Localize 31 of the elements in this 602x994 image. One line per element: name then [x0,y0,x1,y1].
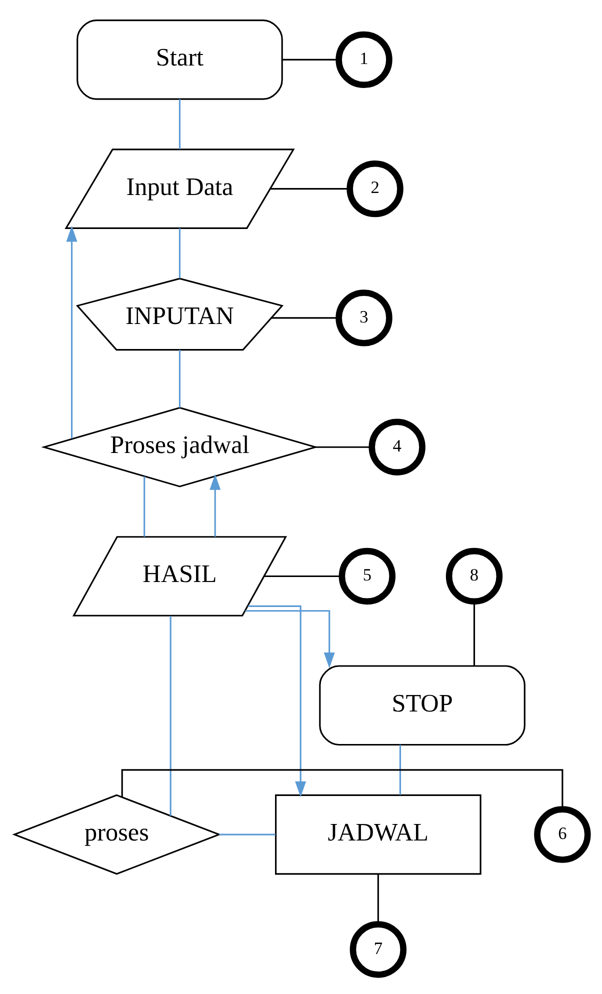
connector [121,768,564,809]
node-diamond: proses [12,794,222,874]
node-circle: 2 [346,160,404,217]
node-circle: 8 [446,547,503,604]
node-circle: 1 [336,30,392,88]
connector [144,476,146,536]
connector [316,446,372,448]
node-circle: 7 [350,920,407,978]
node-box: STOP [319,664,526,746]
connector [219,833,276,835]
connector [282,58,338,60]
connector [178,349,181,408]
node-circle: 3 [336,289,392,346]
arrow [210,474,221,536]
arrow [248,604,306,797]
arrow [245,610,335,668]
connector [270,188,350,190]
arrow [66,225,78,438]
connector [271,316,338,318]
node-circle: 6 [534,806,591,862]
connector [178,98,181,149]
node-circle: 5 [338,547,396,604]
connector [170,616,172,816]
connector [377,874,379,924]
node-box: JADWAL [275,794,482,874]
connector [399,744,401,794]
node-diamond: Proses jadwal [41,406,318,487]
connector [178,228,181,278]
node-circle: 4 [368,418,426,475]
node-box: Start [76,19,283,100]
connector [264,574,342,577]
